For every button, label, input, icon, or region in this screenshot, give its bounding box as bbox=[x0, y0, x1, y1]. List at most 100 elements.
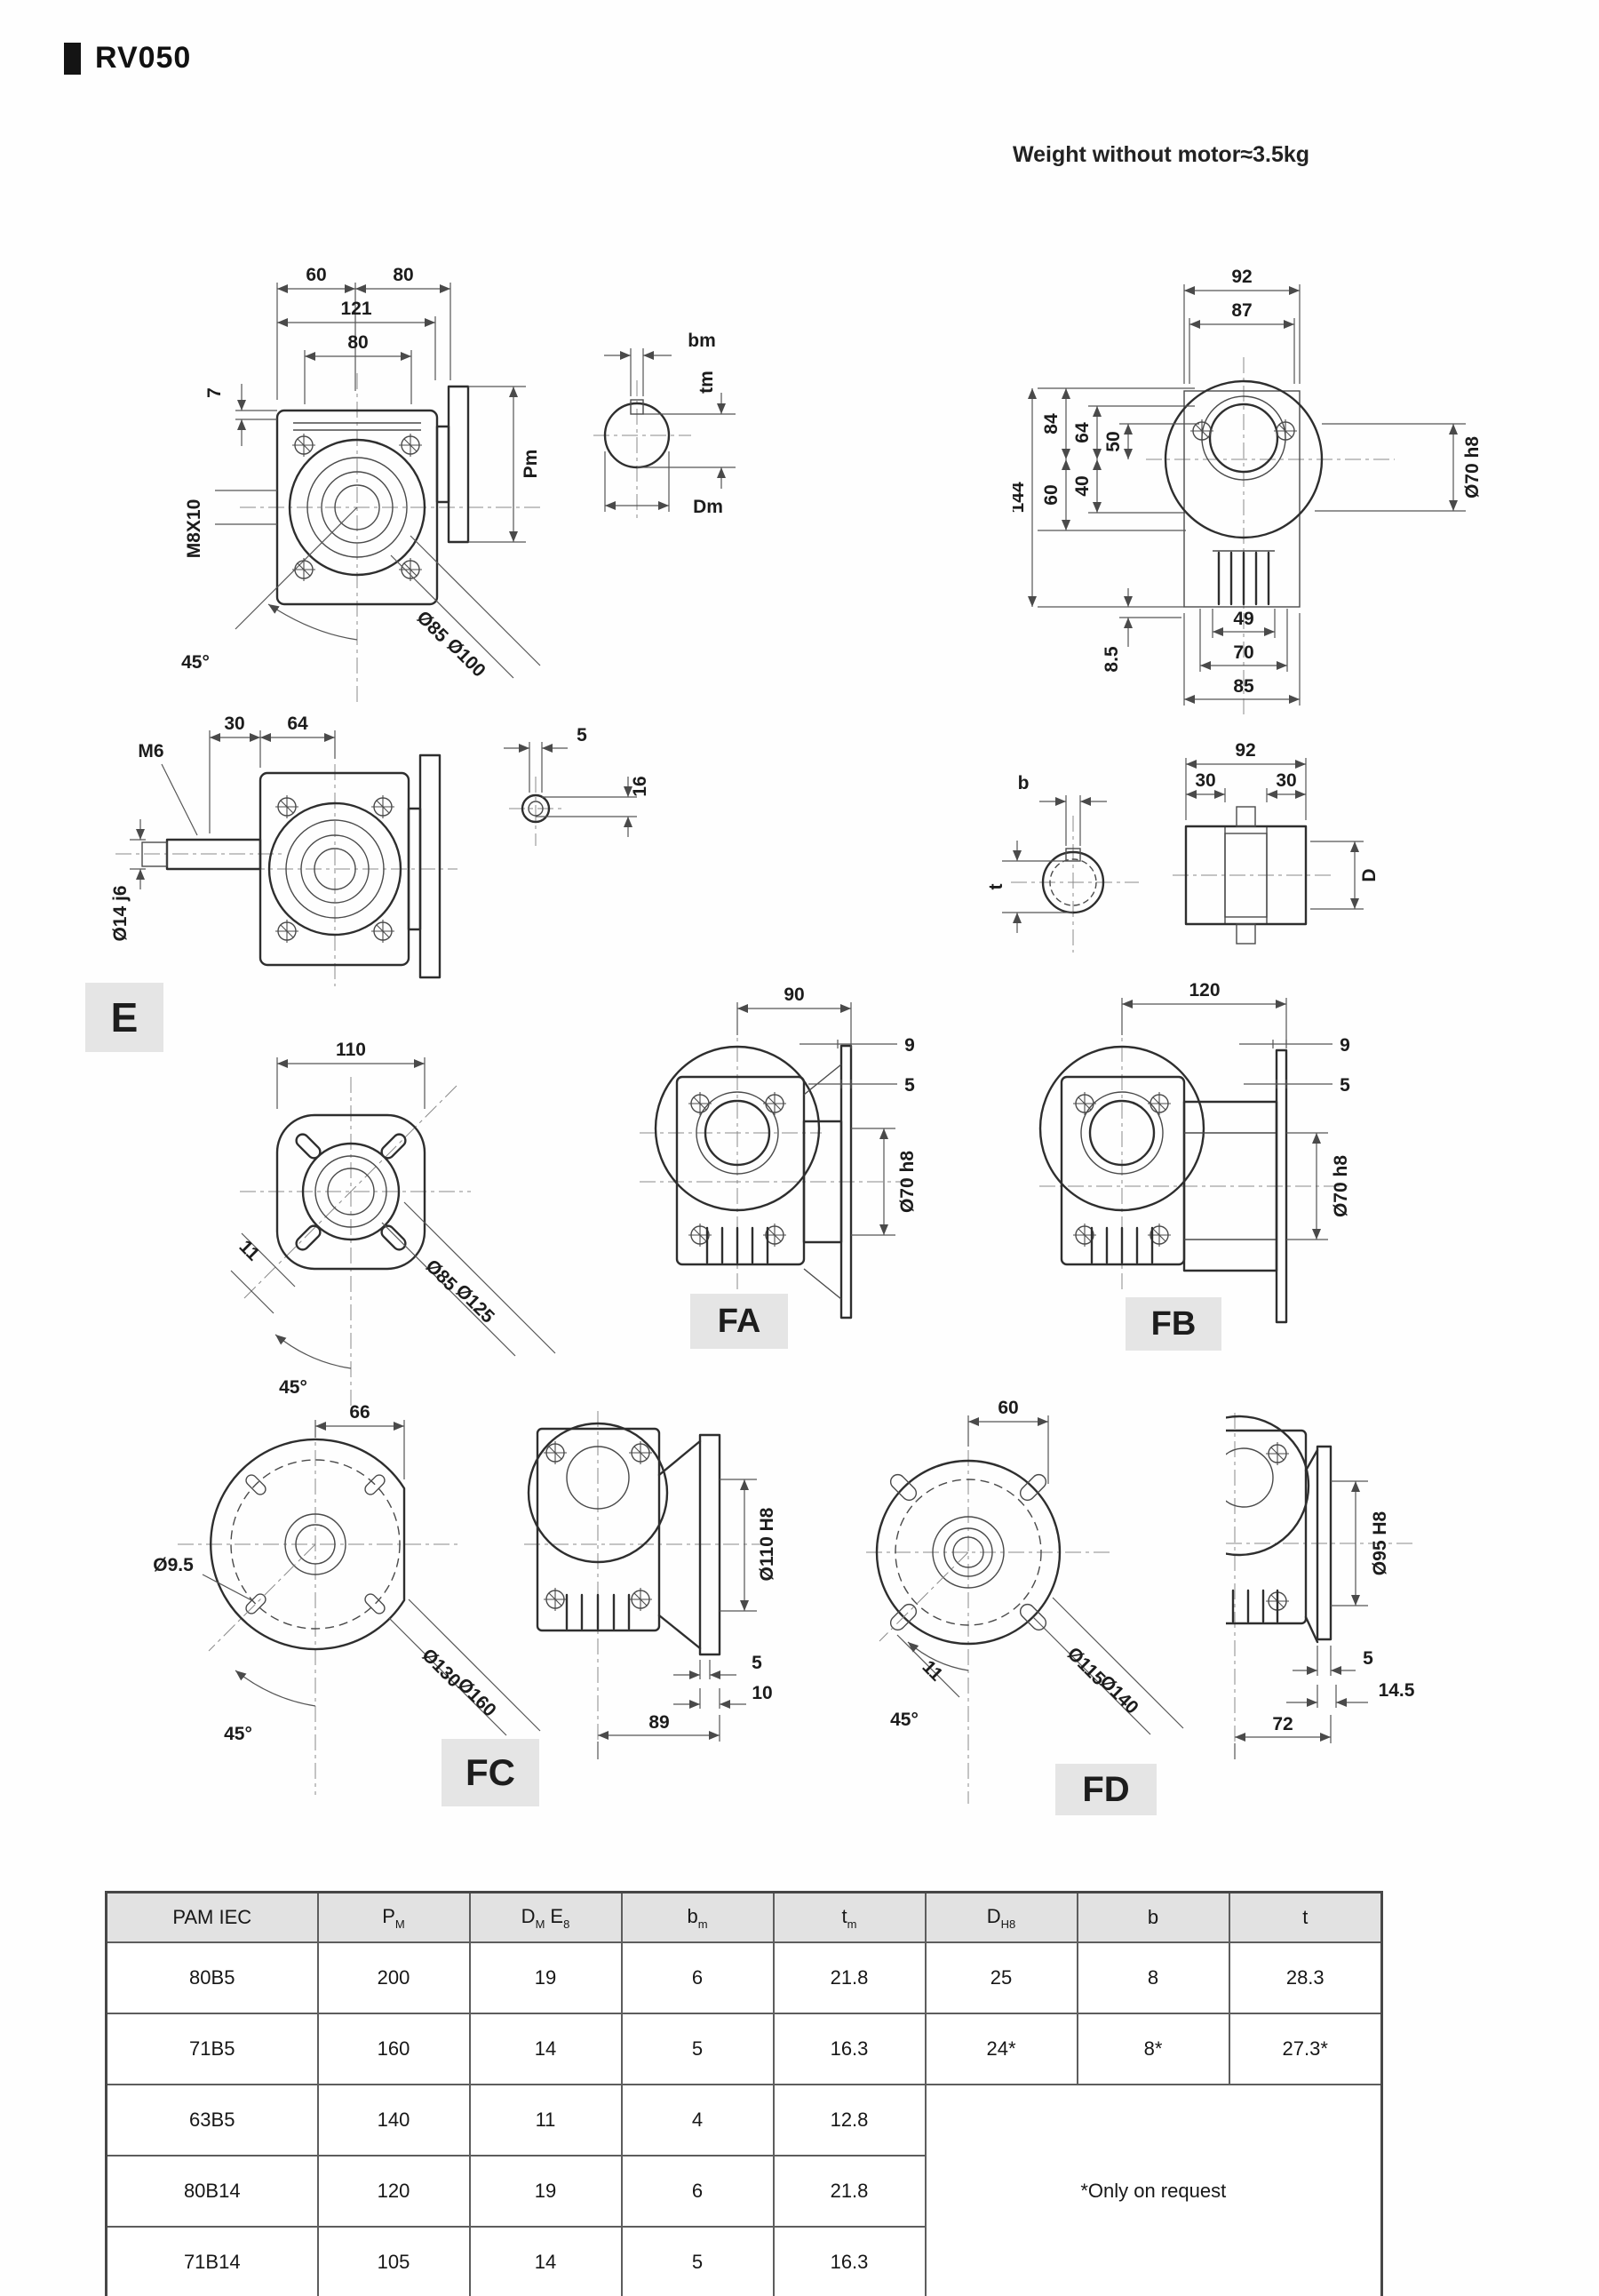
dim-d160: Ø160 bbox=[453, 1674, 500, 1721]
dim-45deg: 45° bbox=[181, 652, 210, 673]
dim-60: 60 bbox=[306, 265, 326, 285]
view-front: 60 80 121 80 7 M8X10 Pm Ø85 Ø100 45° bbox=[115, 258, 577, 742]
dim-d85: Ø85 bbox=[412, 607, 452, 647]
view-fc-flange: 66 Ø9.5 Ø130 Ø160 45° bbox=[124, 1395, 604, 1817]
dim-5-fa: 5 bbox=[904, 1075, 915, 1096]
cell: 16.3 bbox=[772, 2226, 927, 2296]
cell: 5 bbox=[620, 2013, 775, 2085]
cell: 63B5 bbox=[105, 2084, 319, 2156]
col-bm: bm bbox=[620, 1891, 775, 1943]
cell: 25 bbox=[924, 1941, 1078, 2014]
dim-d140: Ø140 bbox=[1095, 1671, 1142, 1718]
view-e-flange: 110 11 Ø85 Ø125 45° bbox=[204, 1022, 622, 1444]
col-pam-iec: PAM IEC bbox=[105, 1891, 319, 1943]
view-label-fd: FD bbox=[1055, 1764, 1157, 1815]
dim-72: 72 bbox=[1272, 1714, 1293, 1734]
dim-bore-70h8: Ø70 h8 bbox=[1462, 436, 1483, 498]
dim-50: 50 bbox=[1103, 431, 1124, 451]
table-row: 80B5 200 19 6 21.8 25 8 28.3 bbox=[105, 1941, 1383, 2014]
view-fb: 120 9 5 Ø70 h8 bbox=[1030, 969, 1546, 1399]
dim-85: 85 bbox=[1233, 676, 1254, 697]
fd-side-drawing: Ø95 H8 5 14.5 72 bbox=[1168, 1413, 1415, 1759]
cell: 140 bbox=[316, 2084, 471, 2156]
cell: 28.3 bbox=[1228, 1941, 1383, 2014]
table-row: 71B5 160 14 5 16.3 24* 8* 27.3* bbox=[105, 2013, 1383, 2085]
fa-drawing: 90 9 5 Ø70 h8 bbox=[640, 985, 918, 1319]
dim-d85-e: Ø85 bbox=[421, 1256, 461, 1295]
cell: 6 bbox=[620, 2155, 775, 2228]
cell: 71B14 bbox=[105, 2226, 319, 2296]
fb-drawing: 120 9 5 Ø70 h8 bbox=[1038, 980, 1351, 1324]
view-side: M6 30 64 Ø14 j6 bbox=[62, 702, 560, 1004]
title-bullet-icon bbox=[64, 42, 81, 75]
dim-7: 7 bbox=[204, 387, 225, 398]
col-b: b bbox=[1076, 1891, 1230, 1943]
label-fc-text: FC bbox=[465, 1751, 515, 1793]
view-hollow-shaft: 92 30 30 D bbox=[1173, 740, 1448, 973]
dim-30b: 30 bbox=[1276, 770, 1296, 791]
page-title: RV050 bbox=[64, 41, 191, 76]
view-rear: 92 87 144 84 64 50 60 40 8.5 Ø70 h8 49 bbox=[1007, 258, 1581, 729]
cell: 27.3* bbox=[1228, 2013, 1383, 2085]
dim-5key: 5 bbox=[577, 725, 587, 745]
dim-D: D bbox=[1359, 868, 1380, 881]
dim-144: 144 bbox=[1013, 482, 1028, 513]
weight-note: Weight without motor≈3.5kg bbox=[1013, 142, 1310, 167]
dim-bm: bm bbox=[688, 331, 716, 351]
cell: 5 bbox=[620, 2226, 775, 2296]
cell: 8 bbox=[1076, 1941, 1230, 2014]
dim-d9p5: Ø9.5 bbox=[153, 1555, 194, 1575]
dim-m6: M6 bbox=[138, 741, 163, 761]
label-e-text: E bbox=[110, 994, 139, 1040]
view-fd-flange: 60 11 Ø115 Ø140 45° bbox=[853, 1395, 1253, 1848]
table-row: 71B14 105 14 5 16.3 bbox=[105, 2226, 1382, 2296]
label-fb-text: FB bbox=[1150, 1304, 1197, 1343]
dim-m8x10: M8X10 bbox=[184, 499, 204, 559]
side-drawing: M6 30 64 Ø14 j6 bbox=[110, 714, 457, 986]
cell: 19 bbox=[468, 1941, 623, 2014]
dim-87: 87 bbox=[1231, 300, 1252, 321]
table-row: 80B14 120 19 6 21.8 bbox=[105, 2155, 1382, 2228]
view-label-fb: FB bbox=[1126, 1297, 1221, 1351]
fd-flange-drawing: 60 11 Ø115 Ø140 45° bbox=[866, 1398, 1184, 1804]
cell: 80B5 bbox=[105, 1941, 319, 2014]
view-label-fc: FC bbox=[442, 1739, 539, 1806]
dim-bore-fa: Ø70 h8 bbox=[897, 1151, 918, 1213]
dim-70: 70 bbox=[1233, 642, 1253, 663]
shaft-detail-drawing: bm tm Dm bbox=[593, 331, 736, 522]
dim-11: 11 bbox=[235, 1236, 264, 1264]
view-label-fa: FA bbox=[690, 1294, 788, 1349]
cell: 120 bbox=[316, 2155, 471, 2228]
cell: 8* bbox=[1076, 2013, 1230, 2085]
dim-30a: 30 bbox=[1195, 770, 1215, 791]
dim-d14j6: Ø14 j6 bbox=[110, 885, 131, 941]
fc-flange-drawing: 66 Ø9.5 Ø130 Ø160 45° bbox=[153, 1402, 541, 1795]
dim-60-fd: 60 bbox=[998, 1398, 1018, 1418]
dim-121: 121 bbox=[340, 299, 371, 319]
view-shaft-detail: bm tm Dm bbox=[586, 293, 888, 573]
dim-64b: 64 bbox=[287, 714, 308, 734]
model-name: RV050 bbox=[95, 41, 192, 75]
dim-49: 49 bbox=[1233, 609, 1253, 629]
dim-40: 40 bbox=[1072, 475, 1093, 496]
view-fd-side: Ø95 H8 5 14.5 72 bbox=[1168, 1386, 1599, 1862]
dim-tm: tm bbox=[696, 371, 717, 394]
cell: 71B5 bbox=[105, 2013, 319, 2085]
dim-8p5: 8.5 bbox=[1102, 646, 1122, 673]
view-bt-detail: b t bbox=[977, 746, 1199, 986]
dim-bore-fc: Ø110 H8 bbox=[757, 1507, 777, 1581]
cell: 200 bbox=[316, 1941, 471, 2014]
dim-89: 89 bbox=[648, 1712, 669, 1733]
cell: 6 bbox=[620, 1941, 775, 2014]
cell: 105 bbox=[316, 2226, 471, 2296]
cell: 80B14 bbox=[105, 2155, 319, 2228]
dim-84: 84 bbox=[1041, 413, 1062, 434]
dim-110: 110 bbox=[336, 1040, 366, 1060]
label-fd-text: FD bbox=[1082, 1769, 1130, 1809]
hollow-shaft-drawing: 92 30 30 D bbox=[1173, 740, 1380, 945]
cell: 160 bbox=[316, 2013, 471, 2085]
dim-66: 66 bbox=[349, 1402, 370, 1423]
view-key-detail: 5 16 bbox=[493, 702, 680, 915]
cell: 21.8 bbox=[772, 1941, 927, 2014]
